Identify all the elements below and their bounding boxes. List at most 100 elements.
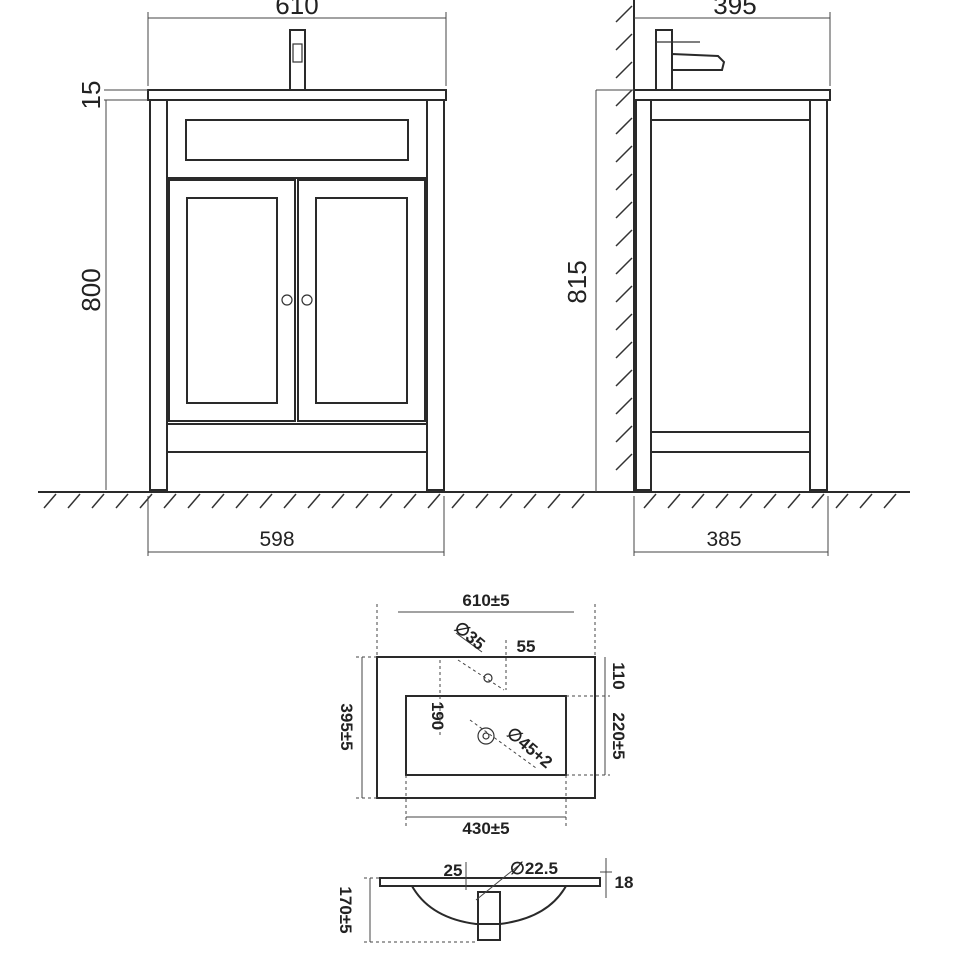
floor-hatch-mark	[163, 493, 177, 509]
basin-bowl	[405, 695, 567, 776]
rim-thickness-label: 18	[615, 873, 634, 892]
basin-section-view: 25 ∅22.5 18 170±5	[336, 858, 634, 943]
floor-hatch-mark	[883, 493, 897, 509]
overflow-offset-label: 25	[444, 861, 463, 880]
left-door-panel	[186, 197, 278, 404]
basin-width-label: 610±5	[462, 591, 509, 610]
wall-hatch-mark	[615, 257, 633, 275]
floor-hatch-mark	[427, 493, 441, 509]
left-door	[168, 179, 296, 422]
side-plinth	[650, 431, 811, 453]
wall-hatch-mark	[615, 397, 633, 415]
tap-hole-diameter-label: ∅35	[451, 618, 489, 654]
floor-hatch-mark	[667, 493, 681, 509]
floor-line	[38, 491, 910, 509]
side-base-depth-label: 385	[706, 528, 741, 551]
floor-hatch-mark	[115, 493, 129, 509]
wall-hatch-mark	[615, 229, 633, 247]
basin-height-label: 170±5	[336, 886, 355, 933]
floor-hatch-mark	[787, 493, 801, 509]
front-right-side	[426, 99, 445, 491]
tap-diameter-leader	[455, 632, 483, 653]
floor-hatch-mark	[691, 493, 705, 509]
wall-hatch-mark	[615, 285, 633, 303]
waste-outlet	[477, 727, 495, 745]
front-overall-width-label: 610	[275, 0, 318, 20]
floor-hatch-mark	[643, 493, 657, 509]
floor-hatch-mark	[307, 493, 321, 509]
basin-outline	[376, 656, 596, 799]
floor-hatching	[43, 493, 897, 509]
wall-hatch-mark	[615, 89, 633, 107]
wall-hatch-mark	[615, 33, 633, 51]
front-view: 610 15 800 598	[76, 0, 447, 556]
side-worktop	[633, 89, 831, 101]
floor-hatch-mark	[403, 493, 417, 509]
side-view: 395 815 385	[562, 0, 831, 556]
wall-hatching	[615, 5, 633, 471]
floor-hatch-mark	[91, 493, 105, 509]
floor-hatch-mark	[811, 493, 825, 509]
left-door-knob	[281, 294, 293, 306]
total-height-label: 815	[562, 260, 592, 303]
floor-hatch-mark	[763, 493, 777, 509]
floor-hatch-mark	[547, 493, 561, 509]
front-base-width-label: 598	[259, 528, 294, 551]
wall-hatch-mark	[615, 145, 633, 163]
floor-hatch-mark	[739, 493, 753, 509]
bowl-depth-label: 190	[428, 702, 447, 730]
right-door-knob	[301, 294, 313, 306]
wall-hatch-mark	[615, 173, 633, 191]
side-faucet-body	[655, 29, 673, 91]
floor-hatch-mark	[211, 493, 225, 509]
wall-hatch-mark	[615, 313, 633, 331]
worktop-thickness-label: 15	[76, 81, 106, 110]
wall-hatch-mark	[615, 453, 633, 471]
floor-hatch-mark	[859, 493, 873, 509]
floor-hatch-mark	[523, 493, 537, 509]
basin-rim	[379, 877, 601, 887]
front-drawer-panel	[185, 119, 409, 161]
wall-hatch-mark	[615, 341, 633, 359]
side-front-leg	[809, 99, 828, 491]
floor-hatch-mark	[355, 493, 369, 509]
floor-hatch-mark	[571, 493, 585, 509]
waste-leader	[469, 719, 537, 769]
back-margin-label: 110	[609, 662, 628, 689]
front-faucet	[289, 29, 306, 91]
waste-outlet-center	[482, 732, 490, 740]
floor-hatch-mark	[235, 493, 249, 509]
floor-hatch-mark	[499, 493, 513, 509]
wall-hatch-mark	[615, 117, 633, 135]
floor-hatch-mark	[835, 493, 849, 509]
bowl-width-label: 430±5	[462, 819, 509, 838]
front-faucet-handle	[292, 43, 303, 63]
front-drawer-frame	[166, 99, 428, 179]
floor-hatch-mark	[475, 493, 489, 509]
basin-depth-label: 395±5	[337, 703, 356, 750]
floor-hatch-mark	[67, 493, 81, 509]
waste-leader-section	[475, 865, 519, 901]
bowl-front-depth-label: 220±5	[609, 712, 628, 759]
floor-hatch-mark	[715, 493, 729, 509]
basin-top-view: 610±5 ∅35 55 ∅45+2 190 395±5 110 220±5	[337, 591, 628, 838]
waste-pipe	[477, 891, 501, 941]
floor-hatch-mark	[43, 493, 57, 509]
wall-hatch-mark	[615, 425, 633, 443]
floor-hatch-mark	[379, 493, 393, 509]
front-plinth	[166, 423, 428, 453]
side-back-leg	[635, 99, 652, 491]
floor-hatch-mark	[451, 493, 465, 509]
floor-hatch-mark	[331, 493, 345, 509]
side-faucet-spout	[671, 52, 726, 71]
tap-hole	[483, 673, 493, 683]
front-left-side	[149, 99, 168, 491]
wall-hatch-mark	[615, 5, 633, 23]
front-worktop	[147, 89, 447, 101]
wall-hatch-mark	[615, 201, 633, 219]
tap-hole-leader	[457, 659, 505, 691]
floor-hatch-mark	[139, 493, 153, 509]
tap-offset-label: 55	[517, 637, 536, 656]
